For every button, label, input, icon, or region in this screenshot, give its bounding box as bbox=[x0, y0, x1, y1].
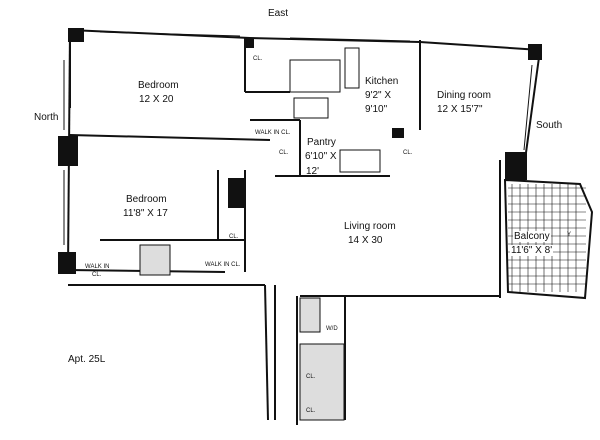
walkin-left-2: CL. bbox=[92, 272, 102, 278]
closet-label-bed2: CL. bbox=[229, 234, 239, 240]
balcony-outline bbox=[503, 178, 594, 300]
wall-south bbox=[524, 49, 541, 161]
compass-south: South bbox=[536, 120, 563, 131]
closet-label-kitchen: CL. bbox=[253, 56, 263, 62]
wall-top-mid bbox=[249, 37, 421, 43]
bathtub-2 bbox=[139, 244, 171, 276]
kitchen-counter bbox=[293, 97, 329, 119]
dining-label: Dining room bbox=[437, 90, 491, 101]
column-ne bbox=[528, 44, 542, 60]
wall-corridor-left bbox=[264, 284, 269, 421]
bedroom2-label: Bedroom bbox=[126, 194, 167, 205]
column-sw bbox=[58, 252, 76, 274]
balcony-size: 11'6" X 8' bbox=[510, 245, 554, 256]
wall-top-right bbox=[419, 41, 541, 51]
balcony-label: Balcony bbox=[513, 231, 551, 242]
kitchen-label: Kitchen bbox=[365, 76, 399, 87]
dishwasher bbox=[339, 149, 381, 173]
wall-bedroom-divider bbox=[69, 134, 271, 141]
closet-label-corridor-1: CL. bbox=[306, 374, 316, 380]
bedroom2-size: 11'8" X 17 bbox=[123, 208, 168, 219]
kitchen-size-2: 9'10" bbox=[365, 104, 388, 115]
bath-corridor bbox=[299, 297, 321, 333]
closet-label-corridor-2: CL. bbox=[306, 408, 316, 414]
pantry-size-2: 12' bbox=[306, 166, 320, 177]
living-size: 14 X 30 bbox=[348, 235, 383, 246]
window-east-2 bbox=[289, 37, 411, 42]
apartment-label: Apt. 25L bbox=[68, 354, 106, 365]
compass-east: East bbox=[268, 8, 289, 19]
kitchen-range bbox=[344, 47, 360, 89]
walkin-left-1: WALK IN bbox=[85, 264, 110, 270]
closet-label-hall: CL. bbox=[279, 150, 289, 156]
closet-label-dining: CL. bbox=[403, 150, 413, 156]
balcony-y-mark: Y bbox=[567, 232, 572, 238]
window-east-1 bbox=[99, 31, 241, 37]
column-top-mid bbox=[244, 38, 254, 48]
living-label: Living room bbox=[344, 221, 396, 232]
column-mid bbox=[228, 178, 244, 208]
column-nw bbox=[68, 28, 84, 42]
column-dining bbox=[392, 128, 404, 138]
bedroom1-size: 12 X 20 bbox=[139, 94, 174, 105]
dining-size: 12 X 15'7" bbox=[437, 104, 483, 115]
window-south bbox=[523, 64, 533, 151]
compass-north: North bbox=[34, 112, 59, 123]
column-w bbox=[58, 136, 78, 166]
bedroom1-label: Bedroom bbox=[138, 80, 179, 91]
walkin-right: WALK IN CL. bbox=[205, 262, 241, 268]
walkin-closet-label: WALK IN CL. bbox=[255, 130, 291, 136]
pantry-label: Pantry bbox=[307, 137, 336, 148]
bath-shaft bbox=[299, 343, 345, 421]
column-e bbox=[505, 152, 527, 180]
kitchen-sink bbox=[289, 59, 341, 93]
kitchen-size-1: 9'2" X bbox=[365, 90, 392, 101]
washer-dryer-label: W/D bbox=[326, 326, 338, 332]
pantry-size-1: 6'10" X bbox=[305, 151, 337, 162]
